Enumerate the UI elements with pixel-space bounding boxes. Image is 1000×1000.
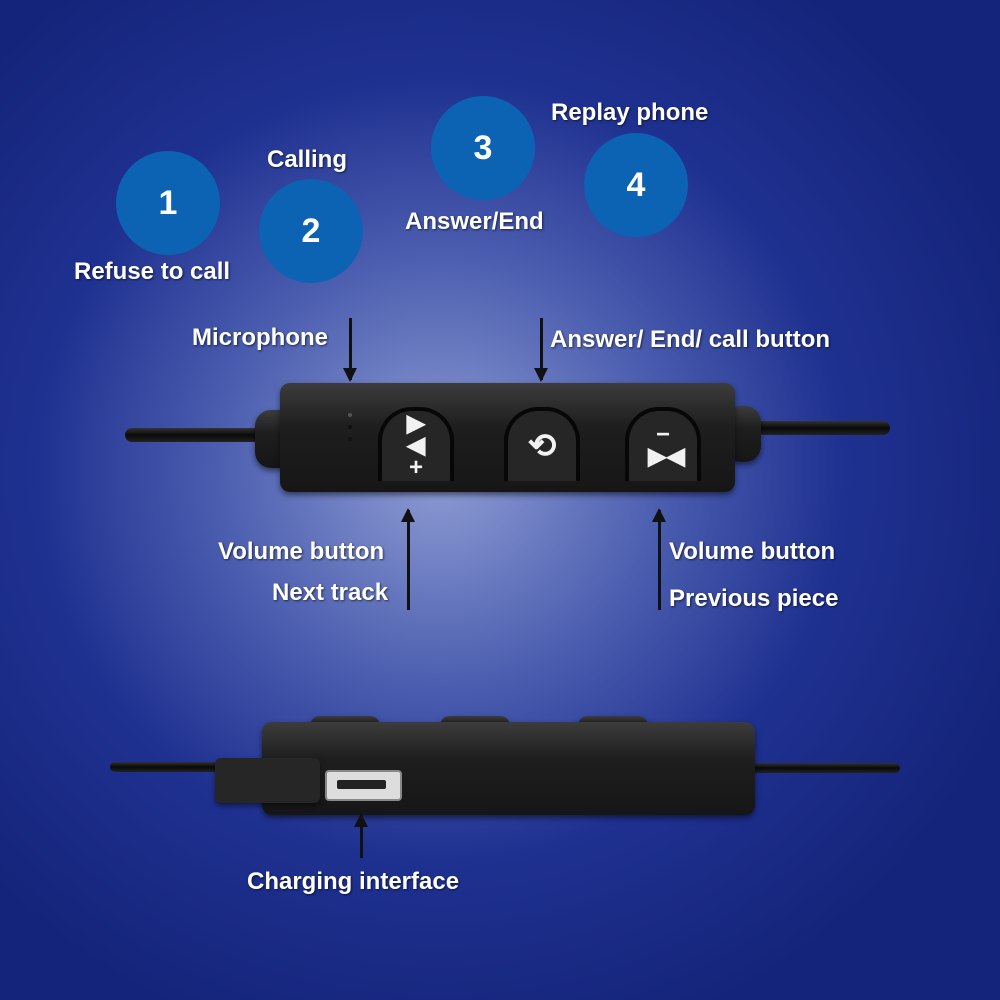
volume-down-button[interactable]: − ▶◀ <box>625 407 701 481</box>
step-4-label: Replay phone <box>551 99 709 126</box>
volume-up-button[interactable]: ▶◀ + <box>378 407 454 481</box>
previous-piece-label: Previous piece <box>669 585 839 612</box>
cable-right-bottom <box>750 763 900 773</box>
step-1-label: Refuse to call <box>74 258 231 285</box>
microphone-holes <box>348 413 352 417</box>
step-number: 3 <box>473 128 493 167</box>
answer-button-arrow <box>534 318 548 382</box>
step-2-label: Calling <box>267 146 348 173</box>
volume-left-label: Volume button <box>218 538 385 565</box>
remote-control-front: ▶◀ + ⟲ − ▶◀ <box>280 383 735 492</box>
step-number: 1 <box>158 183 178 222</box>
phone-power-icon: ⟲ <box>527 427 557 465</box>
volume-right-arrow <box>652 508 666 610</box>
step-3-label: Answer/End <box>405 208 544 235</box>
call-button[interactable]: ⟲ <box>504 407 580 481</box>
answer-button-label: Answer/ End/ call button <box>550 326 831 353</box>
step-4-circle: 4 <box>584 133 688 237</box>
micro-usb-port[interactable] <box>325 770 402 801</box>
next-track-label: Next track <box>272 579 389 606</box>
volume-right-label: Volume button <box>669 538 836 565</box>
microphone-arrow <box>343 318 357 382</box>
cable-right <box>730 421 890 435</box>
next-plus-icon: ▶◀ + <box>406 410 426 481</box>
step-number: 2 <box>301 211 321 250</box>
remote-control-side <box>262 722 755 815</box>
step-number: 4 <box>626 165 646 204</box>
charging-label: Charging interface <box>247 868 460 895</box>
step-2-circle: 2 <box>259 179 363 283</box>
step-1-circle: 1 <box>116 151 220 255</box>
volume-left-arrow <box>401 508 415 610</box>
step-3-circle: 3 <box>431 96 535 200</box>
previous-minus-icon: − ▶◀ <box>648 421 685 470</box>
microphone-label: Microphone <box>192 324 328 351</box>
charging-arrow <box>354 813 368 858</box>
cable-left <box>125 428 285 442</box>
cable-left-bottom <box>110 762 260 772</box>
usb-cover-flap[interactable] <box>215 758 320 803</box>
